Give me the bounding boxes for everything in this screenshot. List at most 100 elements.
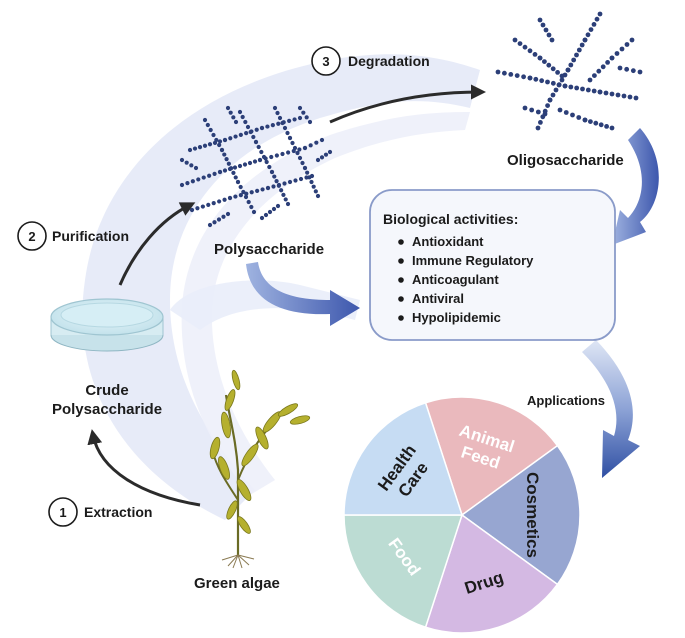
- bead: [539, 78, 545, 84]
- bead: [228, 136, 233, 141]
- bead: [537, 17, 543, 23]
- step-2-label: Purification: [52, 228, 129, 244]
- bead: [287, 135, 293, 141]
- bead: [630, 68, 636, 74]
- bead: [219, 147, 225, 153]
- bead: [202, 143, 208, 148]
- bead: [280, 151, 285, 157]
- polysaccharide-molecule-icon: [179, 105, 333, 228]
- bead: [588, 119, 593, 124]
- bead: [298, 176, 304, 182]
- bead: [279, 188, 284, 193]
- bead: [235, 179, 241, 185]
- pie-label-cosmetics: Cosmetics: [523, 472, 542, 558]
- bead: [301, 110, 306, 115]
- bio-bullet: [398, 239, 404, 245]
- bead: [290, 140, 295, 146]
- cycle-band-inner: [181, 112, 470, 495]
- bead: [327, 149, 333, 155]
- bead: [244, 131, 249, 136]
- bead: [615, 92, 621, 98]
- bead: [535, 109, 541, 115]
- bead: [297, 155, 303, 161]
- bead: [600, 64, 606, 70]
- bio-activity-item: Immune Regulatory: [412, 253, 534, 268]
- bead: [233, 134, 238, 139]
- bead: [189, 207, 195, 213]
- bead: [313, 189, 318, 194]
- green-algae-label: Green algae: [194, 575, 280, 592]
- bead: [207, 173, 212, 178]
- bead: [217, 139, 223, 144]
- bead: [248, 129, 253, 135]
- bead: [549, 37, 555, 43]
- bead: [293, 178, 298, 183]
- bead: [228, 110, 233, 115]
- bead: [280, 120, 285, 126]
- pie-slice-health-care: [343, 401, 464, 516]
- bead: [225, 105, 231, 111]
- bead: [238, 193, 243, 198]
- bead: [571, 57, 577, 63]
- bead: [512, 37, 518, 43]
- bead: [582, 37, 588, 43]
- bead: [285, 201, 291, 207]
- bead: [200, 204, 205, 209]
- bead: [226, 161, 231, 166]
- bead: [272, 105, 278, 111]
- petri-dish-icon: [50, 298, 164, 352]
- bead: [222, 197, 227, 202]
- green-algae-icon: [209, 369, 311, 569]
- bead: [545, 79, 550, 85]
- pie-slice-cosmetics: [460, 444, 581, 586]
- bead: [609, 55, 615, 61]
- bead: [282, 181, 287, 186]
- bead: [238, 132, 243, 137]
- bead: [546, 32, 552, 38]
- bead: [614, 51, 620, 56]
- bead: [585, 87, 591, 93]
- bead: [637, 69, 643, 75]
- bead: [217, 169, 223, 175]
- bead: [206, 202, 211, 207]
- bead: [252, 159, 258, 164]
- bead: [550, 80, 556, 86]
- bead: [315, 193, 321, 199]
- bead: [568, 62, 574, 68]
- bead: [256, 144, 261, 150]
- bead: [269, 154, 274, 160]
- crude-label-line1: Crude: [85, 382, 128, 399]
- oligo-to-box-arrow: [612, 128, 659, 245]
- bead: [245, 124, 251, 130]
- bead: [596, 68, 602, 74]
- bead: [222, 152, 227, 157]
- bead: [597, 89, 603, 95]
- bead: [251, 134, 256, 140]
- bead: [196, 177, 201, 182]
- bio-bullet: [398, 277, 404, 283]
- bead: [231, 115, 236, 120]
- bead: [274, 179, 279, 184]
- bead: [179, 182, 185, 188]
- bead: [242, 162, 248, 167]
- bead: [307, 175, 312, 180]
- bead: [535, 125, 541, 131]
- bead: [271, 206, 277, 212]
- bead: [587, 77, 593, 83]
- bead: [627, 94, 633, 100]
- bead: [295, 150, 300, 156]
- bead: [255, 188, 260, 193]
- oligosaccharide-label: Oligosaccharide: [507, 152, 624, 169]
- bio-activity-item: Antioxidant: [412, 234, 484, 249]
- bead: [308, 143, 313, 148]
- bead: [274, 153, 279, 158]
- bead: [192, 146, 198, 151]
- bead: [233, 194, 238, 199]
- bead: [323, 152, 329, 157]
- bead: [271, 184, 276, 189]
- bead: [297, 115, 303, 121]
- bio-activity-item: Antiviral: [412, 291, 464, 306]
- bead: [495, 69, 501, 75]
- bead: [269, 169, 275, 175]
- bio-activity-item: Hypolipidemic: [412, 310, 501, 325]
